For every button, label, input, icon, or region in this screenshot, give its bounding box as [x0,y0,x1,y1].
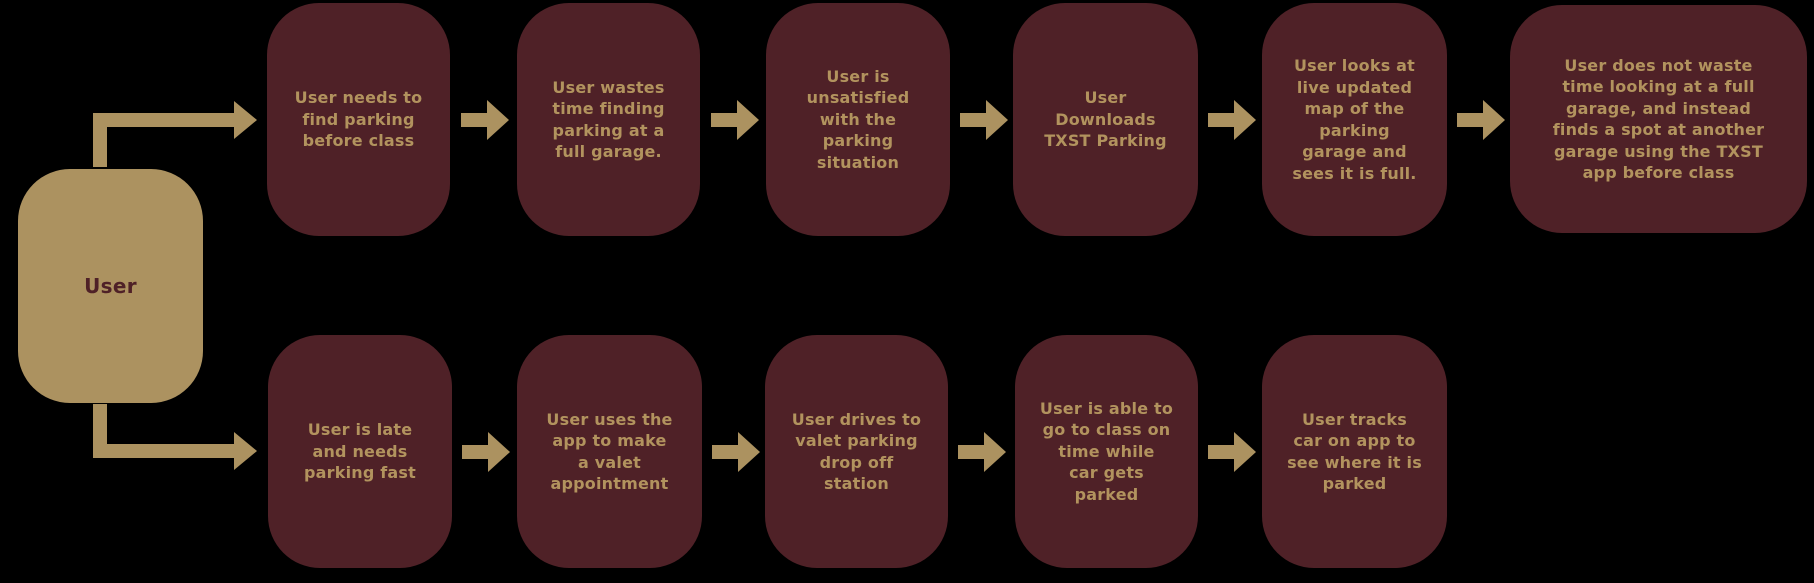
step-top-1: User needs to find parking before class [267,3,450,236]
step-label: User needs to find parking before class [294,88,423,151]
step-top-3: User is unsatisfied with the parking sit… [766,3,950,236]
connector-user-bottom-horizontal [93,444,235,458]
arrow-right-icon [712,430,760,474]
step-label: User looks at live updated map of the pa… [1292,56,1417,183]
connector-user-top-horizontal [93,113,235,127]
step-label: User wastes time finding parking at a fu… [552,77,665,162]
arrow-right-icon [462,430,510,474]
arrow-right-icon [1208,98,1256,142]
step-label: User tracks car on app to see where it i… [1287,409,1422,494]
arrow-right-icon [1208,430,1256,474]
arrow-right-icon [461,98,509,142]
arrow-right-icon [960,98,1008,142]
step-bottom-5: User tracks car on app to see where it i… [1262,335,1447,568]
step-label: User drives to valet parking drop off st… [791,409,922,494]
arrow-right-icon [234,432,257,470]
step-bottom-2: User uses the app to make a valet appoin… [517,335,702,568]
user-node: User [18,169,203,403]
step-bottom-3: User drives to valet parking drop off st… [765,335,948,568]
step-label: User does not waste time looking at a fu… [1552,55,1765,183]
step-label: User is able to go to class on time whil… [1039,398,1174,504]
step-top-5: User looks at live updated map of the pa… [1262,3,1447,236]
step-bottom-4: User is able to go to class on time whil… [1015,335,1198,568]
step-bottom-1: User is late and needs parking fast [268,335,452,568]
step-top-2: User wastes time finding parking at a fu… [517,3,700,236]
arrow-right-icon [1457,98,1505,142]
step-label: User uses the app to make a valet appoin… [546,409,673,494]
arrow-right-icon [234,101,257,139]
step-top-4: User Downloads TXST Parking [1013,3,1198,236]
step-label: User is late and needs parking fast [303,420,416,483]
arrow-right-icon [958,430,1006,474]
arrow-right-icon [711,98,759,142]
user-node-label: User [84,274,137,298]
step-top-6: User does not waste time looking at a fu… [1510,5,1807,233]
step-label: User is unsatisfied with the parking sit… [806,66,910,172]
step-label: User Downloads TXST Parking [1044,88,1167,151]
